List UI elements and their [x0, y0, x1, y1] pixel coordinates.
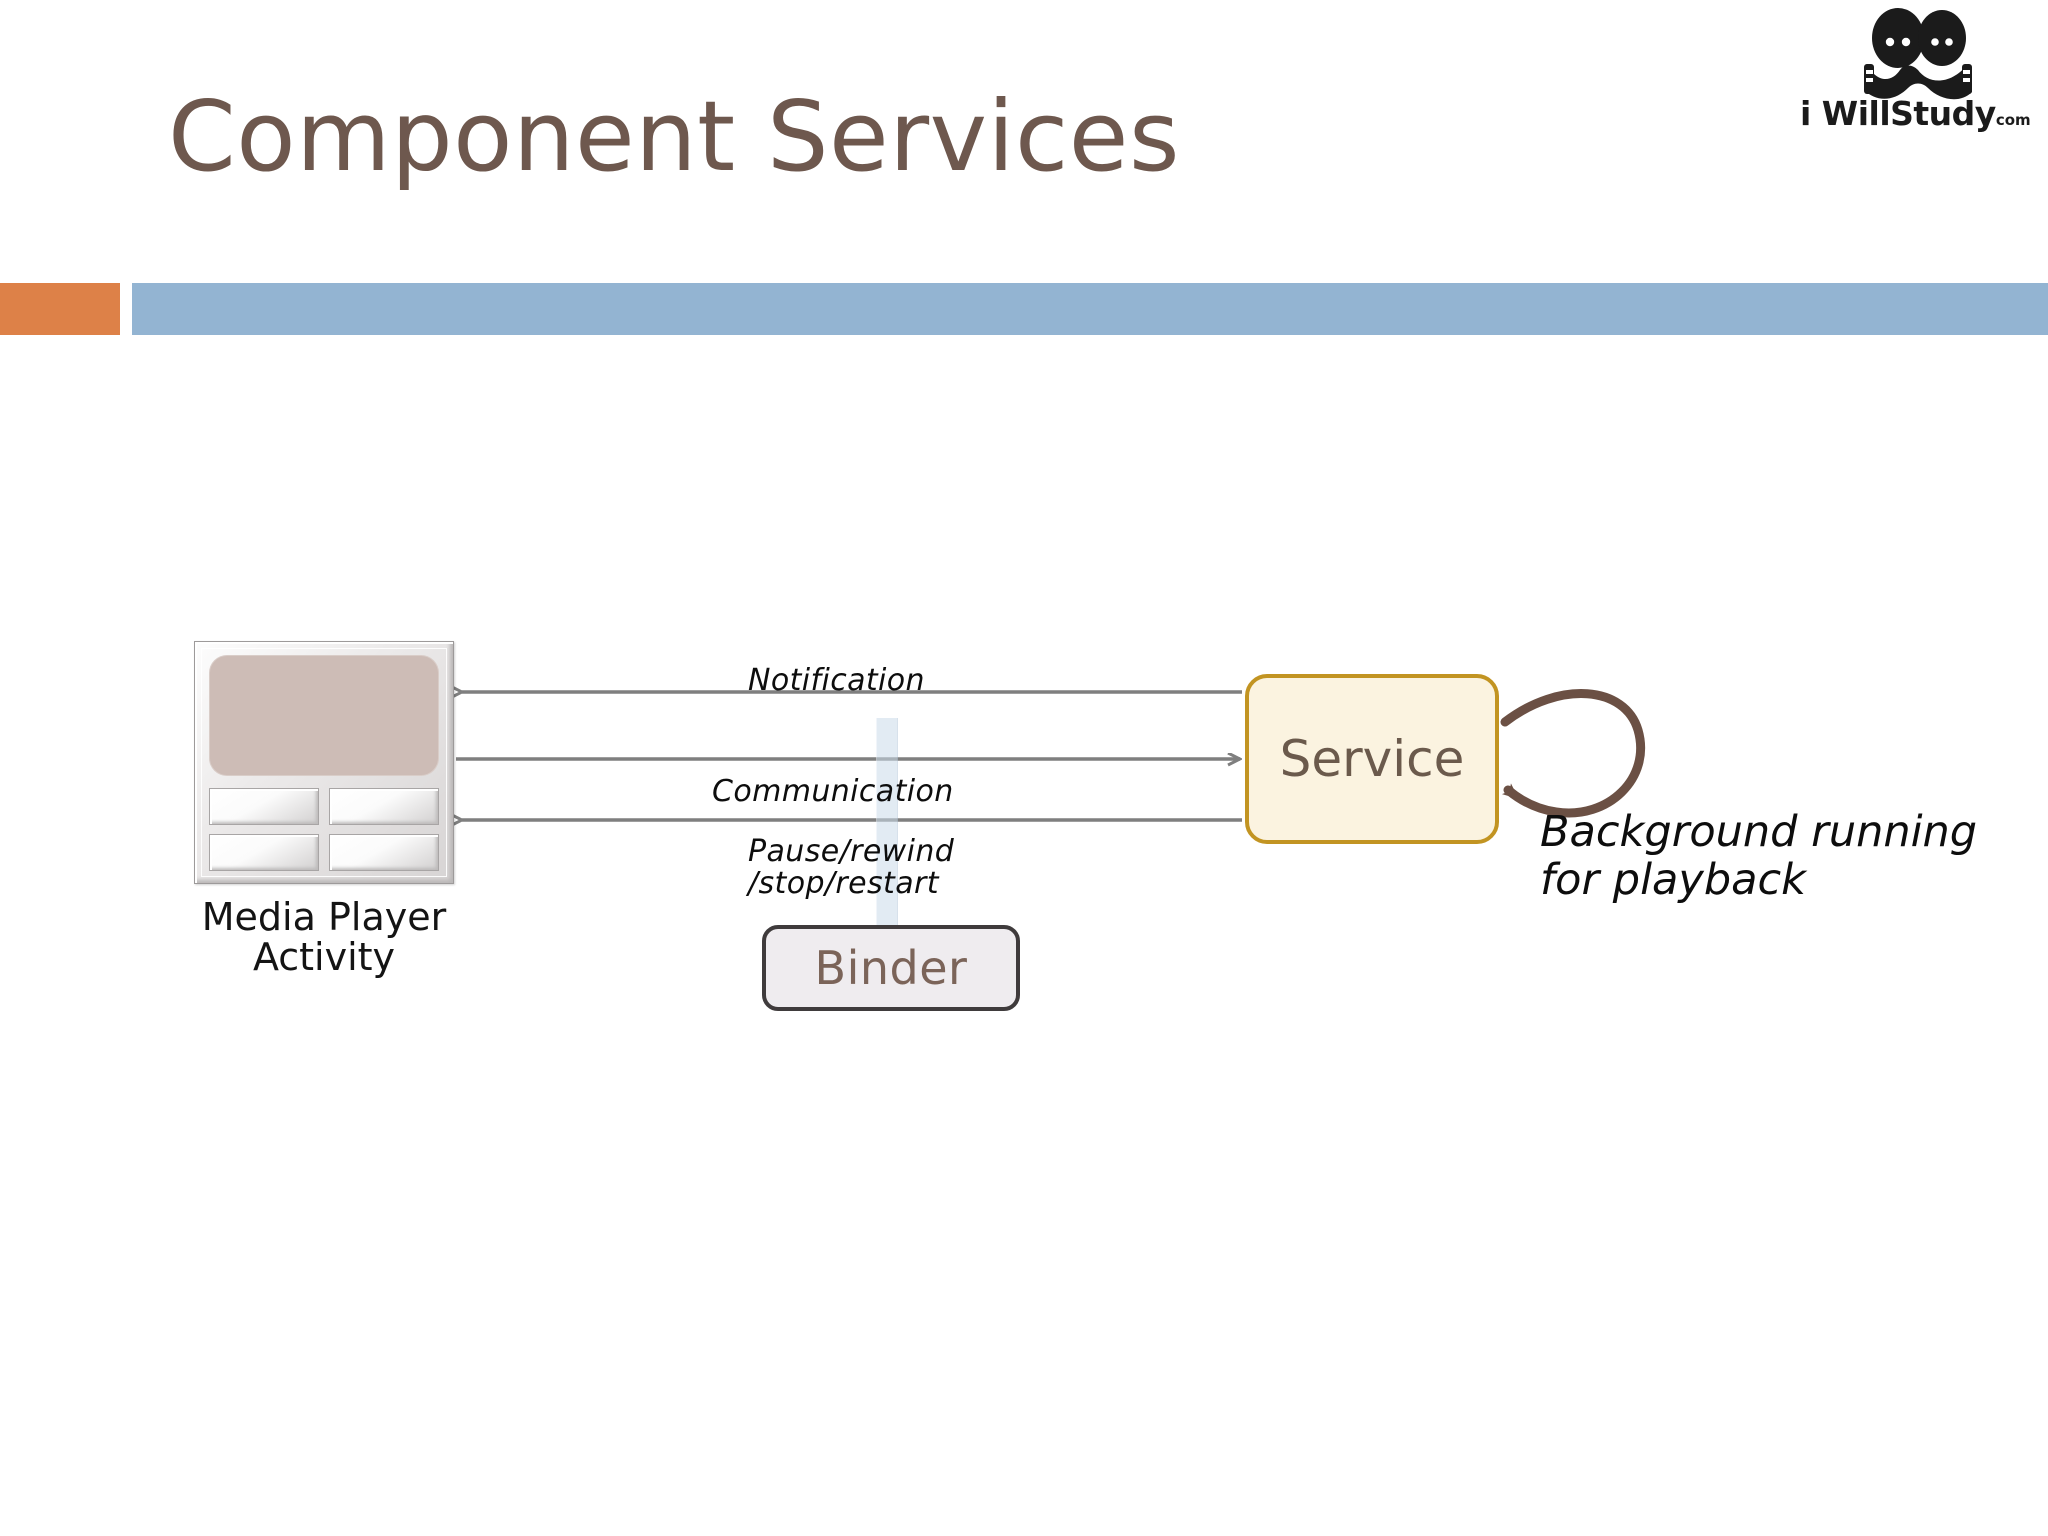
device-button-grid [209, 788, 439, 871]
logo-wordmark-text: i WillStudy [1800, 94, 1996, 133]
media-player-activity-label-line2: Activity [252, 934, 396, 979]
media-player-device-icon [194, 641, 454, 884]
service-label: Service [1279, 730, 1465, 788]
accent-bar-orange [0, 283, 120, 335]
iwillstudy-logo: i WillStudycom [1800, 8, 2031, 138]
edge-label-communication: Communication [712, 774, 954, 809]
device-button-4[interactable] [329, 834, 439, 871]
logo-mascot-icon [1864, 8, 1972, 100]
edge-label-playback-control: Pause/rewind /stop/restart [748, 836, 954, 900]
accent-bar-blue [132, 283, 2048, 335]
background-running-note: Background running for playback [1540, 808, 1977, 904]
device-screen [209, 655, 439, 776]
background-running-note-line2: for playback [1540, 855, 1807, 906]
edge-label-playback-control-line2: /stop/restart [748, 865, 939, 901]
binder-label: Binder [814, 941, 968, 995]
background-running-note-line1: Background running [1540, 807, 1978, 857]
binder-node[interactable]: Binder [762, 925, 1020, 1011]
device-button-2[interactable] [329, 788, 439, 825]
service-self-loop-arrow [1500, 689, 1646, 818]
media-player-activity-label-line1: Media Player [201, 895, 447, 939]
page-title: Component Services [168, 80, 1181, 193]
logo-wordmark: i WillStudycom [1800, 94, 2031, 133]
service-node[interactable]: Service [1245, 674, 1499, 844]
binder-pipe [876, 718, 898, 928]
device-button-3[interactable] [209, 834, 319, 871]
edge-label-notification: Notification [748, 663, 925, 698]
edge-label-playback-control-line1: Pause/rewind [748, 834, 955, 869]
media-player-activity-label: Media Player Activity [144, 895, 504, 979]
logo-wordmark-suffix: com [1995, 111, 2031, 129]
device-button-1[interactable] [209, 788, 319, 825]
